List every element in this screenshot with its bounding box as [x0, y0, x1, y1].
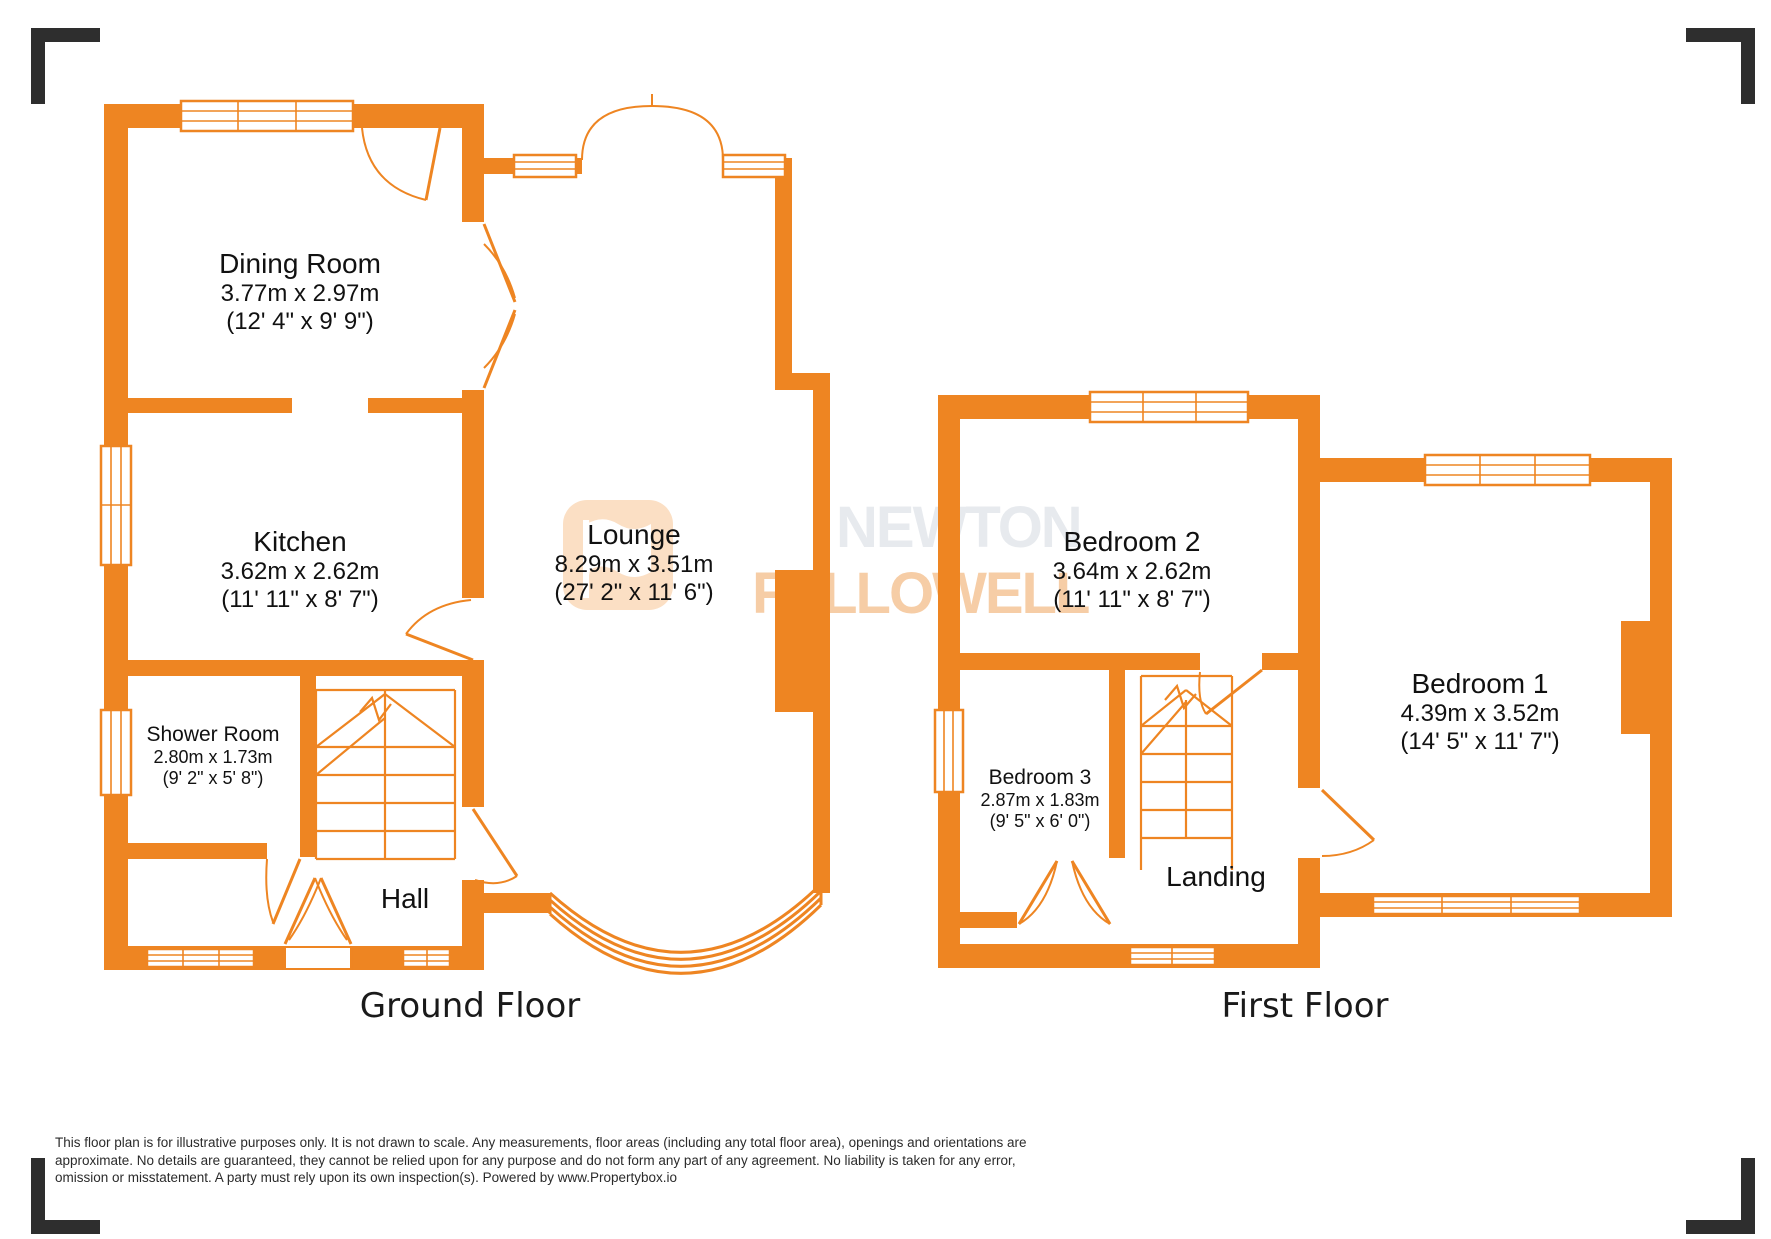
- room-label-bedroom-2: Bedroom 2 3.64m x 2.62m (11' 11" x 8' 7"…: [1052, 525, 1212, 614]
- disclaimer-line: approximate. No details are guaranteed, …: [55, 1152, 1016, 1168]
- first-floor-stairs: [1139, 674, 1234, 870]
- disclaimer-line: This floor plan is for illustrative purp…: [55, 1135, 1027, 1150]
- ground-floor-caption: Ground Floor: [359, 986, 581, 1026]
- first-floor-doors: [1017, 668, 1376, 925]
- first-floor-caption: First Floor: [1221, 986, 1389, 1026]
- disclaimer-text: This floor plan is for illustrative purp…: [55, 1134, 1027, 1187]
- ground-floor-walls: [104, 104, 830, 970]
- first-floor-windows: [933, 390, 1592, 967]
- room-label-dining-room: Dining Room 3.77m x 2.97m (12' 4" x 9' 9…: [219, 247, 381, 336]
- watermark-logo-icon: [563, 500, 673, 610]
- crop-mark-top-left: [31, 28, 100, 104]
- crop-mark-top-right: [1686, 28, 1755, 104]
- room-label-shower-room: Shower Room 2.80m x 1.73m (9' 2" x 5' 8"…: [146, 722, 280, 789]
- room-label-kitchen: Kitchen 3.62m x 2.62m (11' 11" x 8' 7"): [220, 525, 380, 614]
- room-label-bedroom-3: Bedroom 3 2.87m x 1.83m (9' 5" x 6' 0"): [980, 765, 1100, 832]
- room-label-lounge: Lounge 8.29m x 3.51m (27' 2" x 11' 6"): [554, 518, 714, 607]
- ground-floor-windows: [99, 99, 787, 969]
- lounge-bay-window: [548, 882, 823, 975]
- disclaimer-line: omission or misstatement. A party must r…: [55, 1170, 678, 1185]
- ground-floor-stairs: [314, 688, 457, 861]
- room-label-landing: Landing: [1166, 860, 1266, 892]
- crop-mark-bottom-right: [1686, 1158, 1755, 1234]
- ground-floor-doors: [265, 94, 724, 970]
- room-label-hall: Hall: [380, 882, 430, 914]
- room-label-bedroom-1: Bedroom 1 4.39m x 3.52m (14' 5" x 11' 7"…: [1400, 667, 1560, 756]
- crop-mark-bottom-left: [31, 1158, 100, 1234]
